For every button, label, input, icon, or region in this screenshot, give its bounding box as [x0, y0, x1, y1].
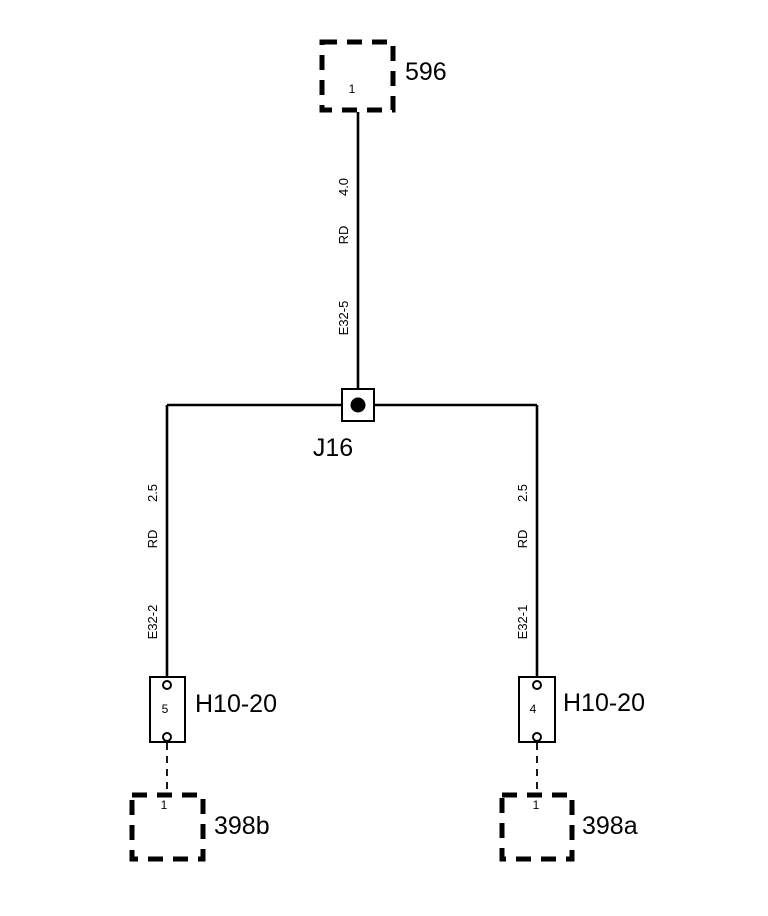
component-596-box: [319, 39, 396, 113]
wire-left-size: 2.5: [145, 484, 160, 502]
wire-left-color: RD: [145, 530, 160, 549]
wire-top-labels: 4.0 RD E32-5: [336, 178, 351, 335]
connector-right-pin-bottom: [532, 732, 542, 742]
connector-right-pin-number: 4: [530, 702, 537, 716]
splice-j16-label: J16: [313, 434, 353, 462]
connector-right: 4 H10-20: [518, 676, 645, 743]
wire-left-labels: 2.5 RD E32-2: [145, 484, 160, 639]
connector-left-label: H10-20: [195, 690, 277, 718]
connector-left-pin-bottom: [162, 732, 172, 742]
connector-right-label: H10-20: [563, 689, 645, 717]
wire-top-code: E32-5: [336, 301, 351, 336]
component-398b-label: 398b: [214, 812, 270, 840]
connector-left-pin-number: 5: [162, 702, 169, 716]
splice-j16-dot: [350, 397, 366, 413]
component-398b-pin: 1: [161, 798, 168, 812]
component-398a: 1 398a: [499, 792, 638, 862]
wire-top-color: RD: [336, 226, 351, 245]
component-596-label: 596: [405, 58, 447, 86]
connector-left: 5 H10-20: [149, 676, 277, 743]
wire-right-color: RD: [515, 530, 530, 549]
component-398a-label: 398a: [582, 812, 638, 840]
connector-right-pin-top: [532, 680, 542, 690]
wire-left-code: E32-2: [145, 605, 160, 640]
wire-top-size: 4.0: [336, 178, 351, 196]
splice-j16: J16: [313, 388, 375, 462]
component-596: 1 596: [319, 39, 447, 113]
component-398a-pin: 1: [533, 798, 540, 812]
component-596-pin: 1: [349, 82, 356, 96]
component-398b: 1 398b: [129, 792, 270, 862]
component-398b-box: [129, 792, 206, 862]
wire-right-size: 2.5: [515, 484, 530, 502]
connector-left-pin-top: [162, 680, 172, 690]
component-398a-box: [499, 792, 575, 862]
wire-right-labels: 2.5 RD E32-1: [515, 484, 530, 639]
wire-right-code: E32-1: [515, 605, 530, 640]
